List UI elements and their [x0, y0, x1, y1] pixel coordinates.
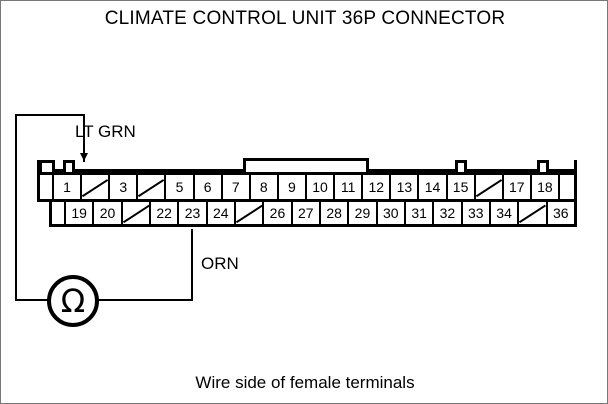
- terminal-number: 23: [184, 205, 201, 221]
- terminal-number: 12: [368, 179, 385, 195]
- terminal-number: 8: [259, 179, 268, 195]
- terminal-number: 22: [156, 205, 172, 221]
- terminal-number: 11: [340, 179, 356, 195]
- terminal-cell: 19: [66, 202, 95, 224]
- terminal-number: 20: [99, 205, 116, 221]
- terminal-cell: 12: [363, 175, 392, 199]
- terminal-cell: 28: [320, 202, 350, 224]
- terminal-number: 26: [269, 205, 286, 221]
- terminal-number: 14: [424, 179, 441, 195]
- terminal-cell: 20: [94, 202, 123, 224]
- terminal-cell-unused: [122, 202, 151, 224]
- terminal-cell-unused: [138, 175, 167, 199]
- terminal-cell-spacer: [40, 175, 54, 199]
- terminal-cell-unused: [519, 202, 548, 224]
- terminal-cell-unused: [235, 202, 265, 224]
- terminal-number: 30: [382, 205, 399, 221]
- terminal-number: 5: [175, 179, 184, 195]
- terminal-number: 33: [467, 205, 484, 221]
- terminal-number: 7: [231, 179, 240, 195]
- terminal-number: 34: [496, 205, 512, 221]
- figure-caption: Wire side of female terminals: [195, 373, 415, 392]
- terminal-cell: 23: [179, 202, 208, 224]
- terminal-number: 17: [509, 179, 525, 195]
- lock-tab-left-inner: [63, 160, 75, 172]
- lead-orn-vertical-drop: [191, 229, 193, 301]
- terminal-cell: 3: [110, 175, 139, 199]
- wire-label-orn: ORN: [201, 254, 239, 273]
- terminal-cell: 34: [490, 202, 520, 224]
- terminal-number: 15: [452, 179, 469, 195]
- shell-top-edge-left: [37, 169, 245, 172]
- terminal-cell: 10: [306, 175, 336, 199]
- terminal-number: 31: [411, 205, 427, 221]
- terminal-number: 10: [312, 179, 328, 195]
- terminal-number: 28: [326, 205, 342, 221]
- terminal-cell: 11: [335, 175, 364, 199]
- terminal-number: 6: [203, 179, 212, 195]
- shell-top-edge-right: [367, 169, 577, 172]
- shell-left-wall: [37, 160, 40, 172]
- shell-right-wall: [574, 160, 577, 172]
- terminal-cell: 31: [405, 202, 435, 224]
- terminal-row-bottom: 19 20 22 23 24 26 27 28 29 30 31 32 33 34 36: [49, 199, 577, 227]
- lock-tab-center-main: [243, 158, 369, 172]
- terminal-number: 27: [298, 205, 314, 221]
- terminal-cell-spacer: [559, 175, 574, 199]
- lock-tab-right-outer: [537, 160, 549, 172]
- terminal-number: 29: [354, 205, 371, 221]
- terminal-cell: 18: [531, 175, 560, 199]
- terminal-cell-unused: [82, 175, 111, 199]
- terminal-cell: 9: [278, 175, 307, 199]
- terminal-number: 32: [439, 205, 456, 221]
- terminal-number: 3: [119, 179, 128, 195]
- terminal-cell: 22: [150, 202, 180, 224]
- terminal-cell: 33: [462, 202, 491, 224]
- terminal-cell: 27: [292, 202, 321, 224]
- lead-ltgrn-left-vertical: [15, 114, 17, 301]
- terminal-cell: 1: [54, 175, 83, 199]
- terminal-cell: 13: [391, 175, 420, 199]
- terminal-number: 1: [63, 179, 71, 195]
- terminal-cell: 24: [207, 202, 236, 224]
- terminal-cell: 29: [349, 202, 378, 224]
- terminal-number: 13: [396, 179, 413, 195]
- lock-tab-right-inner: [455, 160, 467, 172]
- terminal-cell: 7: [222, 175, 251, 199]
- terminal-cell-unused: [475, 175, 504, 199]
- terminal-cell: 30: [377, 202, 406, 224]
- page-title: CLIMATE CONTROL UNIT 36P CONNECTOR: [104, 8, 506, 29]
- lead-ltgrn-arrow-icon: [80, 153, 88, 161]
- lead-ltgrn-top-horizontal: [15, 114, 85, 116]
- terminal-cell: 8: [250, 175, 279, 199]
- terminal-cell: 6: [194, 175, 223, 199]
- wire-label-lt-grn: LT GRN: [75, 122, 136, 141]
- terminal-number: 36: [552, 205, 569, 221]
- terminal-number: 24: [213, 205, 229, 221]
- lead-orn-meter-entry: [97, 299, 193, 301]
- terminal-cell: 5: [166, 175, 195, 199]
- lead-ltgrn-meter-entry: [15, 299, 49, 301]
- terminal-cell-spacer: [52, 202, 66, 224]
- terminal-cell: 26: [264, 202, 293, 224]
- terminal-cell: 15: [447, 175, 476, 199]
- lead-ltgrn-vertical-drop: [83, 114, 85, 162]
- terminal-number: 9: [288, 179, 296, 195]
- terminal-cell: 32: [434, 202, 463, 224]
- terminal-number: 18: [537, 179, 553, 195]
- terminal-cell: 17: [503, 175, 532, 199]
- terminal-number: 19: [71, 205, 87, 221]
- terminal-cell: 36: [547, 202, 574, 224]
- lock-tab-left-outer: [39, 160, 55, 172]
- terminal-cell: 14: [419, 175, 448, 199]
- ohmmeter-symbol: Ω: [47, 275, 99, 327]
